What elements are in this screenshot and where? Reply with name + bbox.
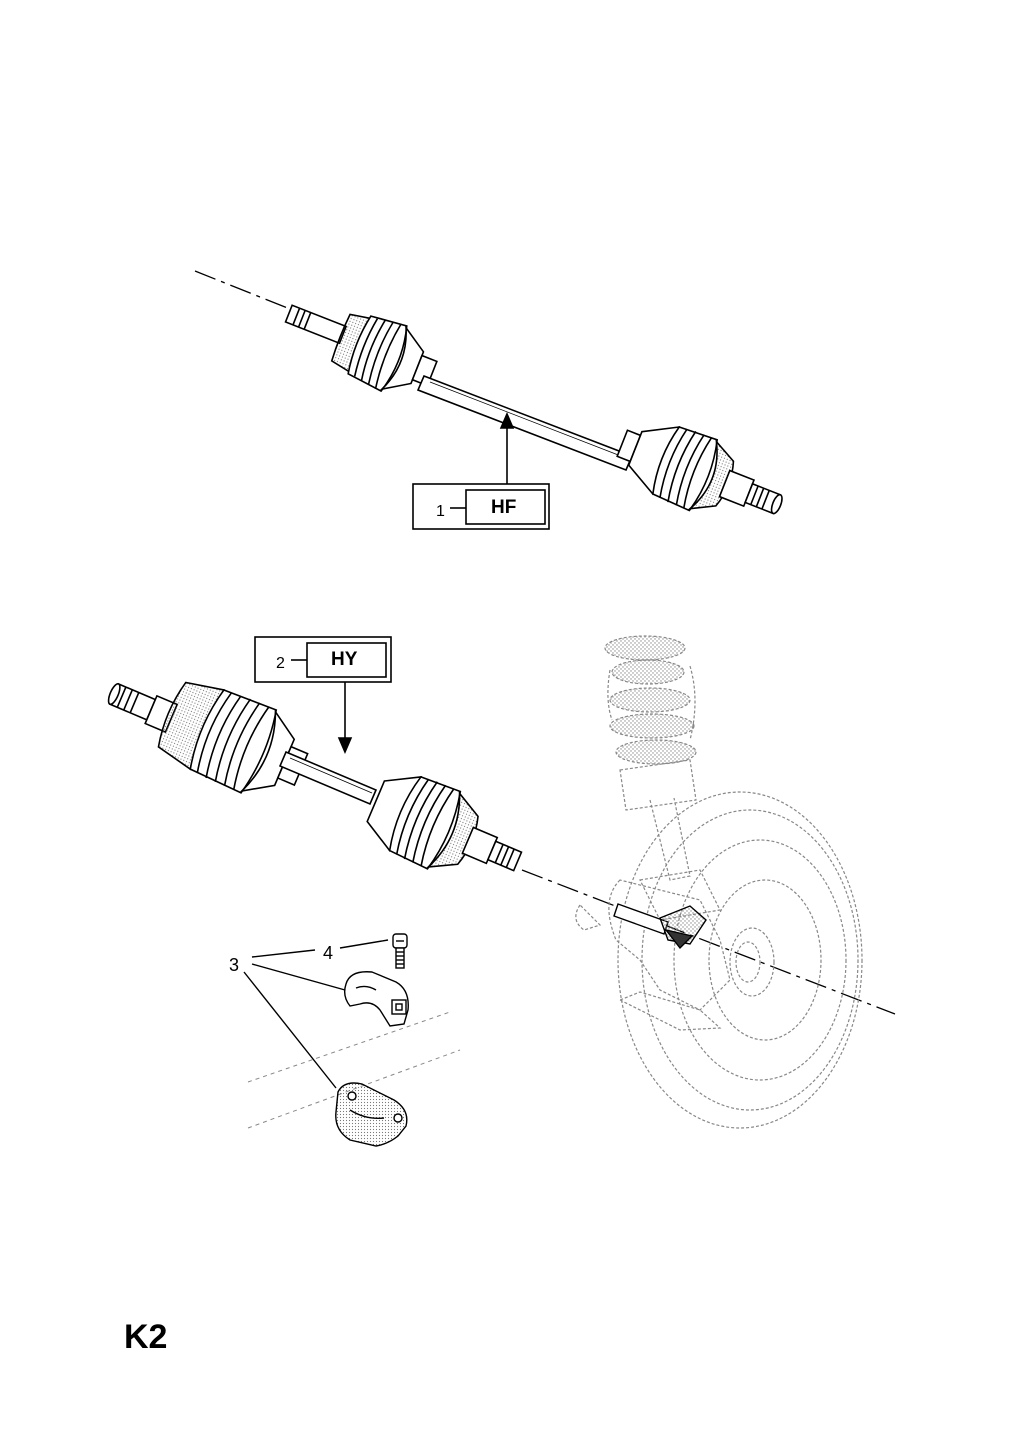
clamp-lower — [335, 1082, 408, 1147]
callout-arrow-hf — [499, 411, 515, 484]
callout-box-hf — [412, 483, 550, 530]
drive-shaft-hy — [107, 681, 896, 1015]
part-code-hy: HY — [331, 649, 358, 670]
clamp-upper — [343, 971, 409, 1027]
callout-box-hy — [254, 636, 392, 683]
suspension-strut-ghost — [575, 635, 731, 1031]
drive-shaft-hf — [194, 270, 783, 515]
page-code: K2 — [124, 1318, 168, 1356]
part-number-4: 4 — [323, 943, 333, 963]
part-number-1: 1 — [436, 503, 445, 520]
part-code-hf: HF — [491, 497, 516, 518]
bolt-part-4 — [392, 933, 408, 969]
part-number-3: 3 — [229, 955, 239, 975]
callout-arrow-hy — [337, 682, 353, 755]
part-number-2: 2 — [276, 655, 285, 672]
hub-stub-axle — [613, 903, 707, 950]
clamp-leader-lines — [243, 939, 389, 1089]
wheel-ghost — [617, 791, 863, 1129]
